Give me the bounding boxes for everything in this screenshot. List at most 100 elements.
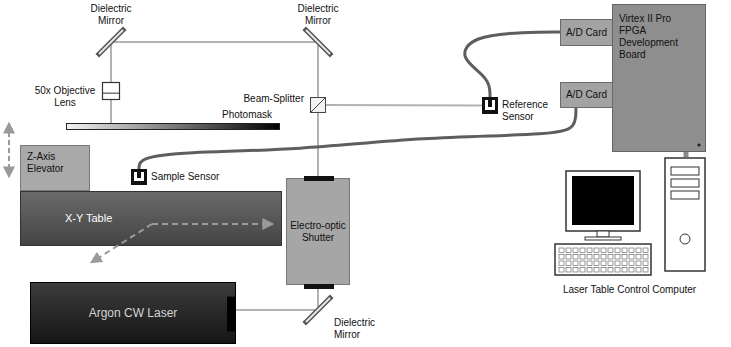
keyboard-key [566, 248, 571, 253]
box-label: Electro-optic Shutter [290, 220, 346, 244]
mirror-body [306, 30, 330, 54]
laser-beam [114, 41, 315, 43]
drive-bay [671, 167, 699, 175]
keyboard-key [566, 255, 571, 260]
shape-outline [108, 39, 114, 45]
keyboard-key [587, 248, 592, 253]
shutter-cap [304, 176, 334, 181]
dielectric-mirror: Dielectric Mirror [315, 39, 321, 45]
box-label: Argon CW Laser [45, 306, 221, 320]
label-holder: 50x Objective Lens [32, 85, 98, 109]
keyboard-key [559, 248, 564, 253]
keyboard-key [622, 261, 627, 266]
label-holder: Beam-Splitter [226, 93, 304, 105]
keyboard-key [566, 261, 571, 266]
component-label: Photomask [222, 109, 284, 121]
keyboard-key [559, 261, 564, 266]
keyboard-key [629, 248, 634, 253]
label-holder: Dielectric Mirror [287, 3, 349, 27]
label-holder: Dielectric Mirror [80, 3, 142, 27]
keyboard-key [559, 268, 564, 273]
keyboard-key [643, 248, 648, 253]
ad-card: A/D Card [560, 19, 613, 46]
label-holder: Photomask [222, 109, 284, 121]
shape-outline [310, 97, 326, 113]
laser-beam [317, 285, 319, 307]
keyboard-key [573, 261, 578, 266]
keyboard-key [622, 248, 627, 253]
reference-sensor: Reference Sensor [482, 97, 498, 114]
ad-card: A/D Card [560, 82, 613, 108]
shape-outline [131, 169, 147, 185]
mirror-face [306, 298, 330, 322]
tower-case [665, 158, 705, 271]
mirror-face [306, 30, 330, 54]
label-holder: Sample Sensor [151, 171, 231, 183]
laser-beam [317, 45, 319, 97]
keyboard-key [580, 248, 585, 253]
keyboard-key [608, 268, 613, 273]
drive-bay [671, 179, 699, 187]
beam-splitter: Beam-Splitter [310, 97, 326, 113]
sensor-core [488, 100, 492, 107]
fpga-board: Virtex II Pro FPGA Development Board [612, 4, 706, 152]
x-motion-arrow [152, 223, 272, 225]
laser-beam [326, 104, 482, 107]
component-label: Sample Sensor [151, 171, 231, 183]
keyboard-key [615, 248, 620, 253]
keyboard-key [643, 261, 648, 266]
component-label: Dielectric Mirror [334, 317, 396, 341]
box-label: Z-Axis Elevator [27, 151, 83, 175]
box-label: A/D Card [564, 89, 609, 101]
keyboard-key [566, 268, 571, 273]
photomask-plate [67, 124, 280, 130]
laser-beam [110, 100, 112, 123]
dielectric-mirror: Dielectric Mirror [315, 307, 321, 313]
control-computer: Laser Table Control Computer [553, 157, 706, 279]
component-label: Dielectric Mirror [80, 3, 142, 27]
splitter-face [311, 98, 326, 113]
mirror-body [99, 30, 123, 54]
board-indicator [697, 143, 700, 146]
keyboard-key [636, 261, 641, 266]
keyboard-key [615, 268, 620, 273]
keyboard-key [615, 261, 620, 266]
keyboard-key [601, 268, 606, 273]
shape-outline [102, 82, 120, 100]
keyboard-key [636, 268, 641, 273]
keyboard-key [636, 248, 641, 253]
keyboard-key [587, 268, 592, 273]
box-label: Virtex II Pro FPGA Development Board [619, 13, 699, 61]
keyboard-key [587, 261, 592, 266]
dielectric-mirror: Dielectric Mirror [108, 39, 114, 45]
keyboard-key [601, 261, 606, 266]
keyboard-key [594, 261, 599, 266]
z-axis-elevator: Z-Axis Elevator [20, 145, 90, 191]
keyboard-key [629, 261, 634, 266]
component-label: Laser Table Control Computer [548, 284, 711, 296]
elevation-arrow [8, 124, 10, 176]
shape-outline [482, 97, 498, 114]
lens-band [103, 93, 120, 94]
drive-bay [671, 191, 699, 199]
laser-aperture [227, 297, 236, 332]
mirror-face [99, 30, 123, 54]
lens-body [103, 83, 120, 100]
keyboard-key [601, 255, 606, 260]
keyboard-key [636, 255, 641, 260]
sensor-core [137, 172, 141, 178]
box-label: A/D Card [564, 27, 609, 39]
keyboard-key [643, 255, 648, 260]
laser-beam [110, 45, 112, 82]
keyboard-key [622, 255, 627, 260]
keyboard-key [608, 261, 613, 266]
monitor-frame [566, 171, 640, 231]
shutter-cap [304, 284, 334, 289]
keyboard-key [594, 248, 599, 253]
sample-sensor: Sample Sensor [131, 169, 147, 185]
y-motion-arrow [92, 224, 152, 262]
power-button [680, 234, 690, 244]
photomask: Photomask [66, 123, 280, 130]
signal-cable [465, 32, 560, 97]
